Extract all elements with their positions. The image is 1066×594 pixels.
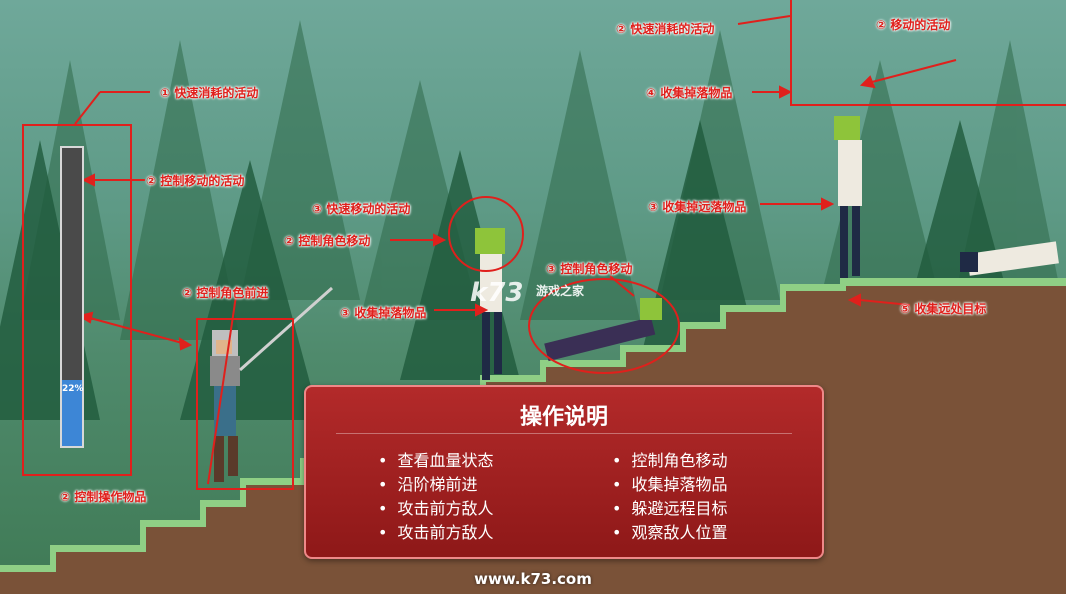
enemy-character-far xyxy=(834,116,862,278)
list-item: 观察敌人位置 xyxy=(612,521,727,545)
footer-url: www.k73.com xyxy=(474,570,592,588)
annotation-label: ② 快速消耗的活动 xyxy=(616,22,715,36)
health-percent: 22% xyxy=(62,384,84,395)
list-item: 控制角色移动 xyxy=(612,449,727,473)
enemy-head-highlight xyxy=(448,196,524,272)
annotation-label: ① 快速消耗的活动 xyxy=(160,86,259,100)
k73-logo-subtitle: 游戏之家 xyxy=(536,284,585,298)
annotation-label: ② 控制角色移动 xyxy=(284,234,371,248)
panel-title: 操作说明 xyxy=(519,405,608,430)
annotation-label: ② 控制角色前进 xyxy=(182,286,269,300)
annotation-label: ② 控制操作物品 xyxy=(60,490,147,504)
player-character xyxy=(210,286,333,482)
health-bar-highlight xyxy=(22,124,132,476)
annotation-label: ③ 收集掉落物品 xyxy=(340,306,427,320)
list-item: 躲避远程目标 xyxy=(612,497,727,521)
list-item: 查看血量状态 xyxy=(378,449,493,473)
top-right-highlight xyxy=(790,0,1066,106)
k73-logo: k73 xyxy=(470,278,524,308)
health-bar: 22% xyxy=(60,146,84,448)
list-item: 攻击前方敌人 xyxy=(378,521,493,545)
annotation-label: ② 控制移动的活动 xyxy=(146,174,245,188)
player-highlight xyxy=(196,318,294,490)
fallen-enemy-highlight xyxy=(528,278,680,374)
list-item: 沿阶梯前进 xyxy=(378,473,493,497)
list-item: 攻击前方敌人 xyxy=(378,497,493,521)
annotation-label: ③ 收集掉远落物品 xyxy=(648,200,747,214)
instructions-panel: 操作说明 查看血量状态 沿阶梯前进 攻击前方敌人 攻击前方敌人 控制角色移动 收… xyxy=(304,385,824,559)
annotation-label: ④ 收集掉落物品 xyxy=(646,86,733,100)
list-item: 收集掉落物品 xyxy=(612,473,727,497)
health-bar-fill: 22% xyxy=(62,380,84,446)
instructions-left-list: 查看血量状态 沿阶梯前进 攻击前方敌人 攻击前方敌人 xyxy=(378,449,493,545)
annotation-label: ③ 快速移动的活动 xyxy=(312,202,411,216)
annotation-label: ③ 控制角色移动 xyxy=(546,262,633,276)
panel-divider xyxy=(336,433,792,434)
annotation-label: ② 移动的活动 xyxy=(876,18,951,32)
annotation-label: ⑤ 收集远处目标 xyxy=(900,302,987,316)
instructions-right-list: 控制角色移动 收集掉落物品 躲避远程目标 观察敌人位置 xyxy=(612,449,727,545)
